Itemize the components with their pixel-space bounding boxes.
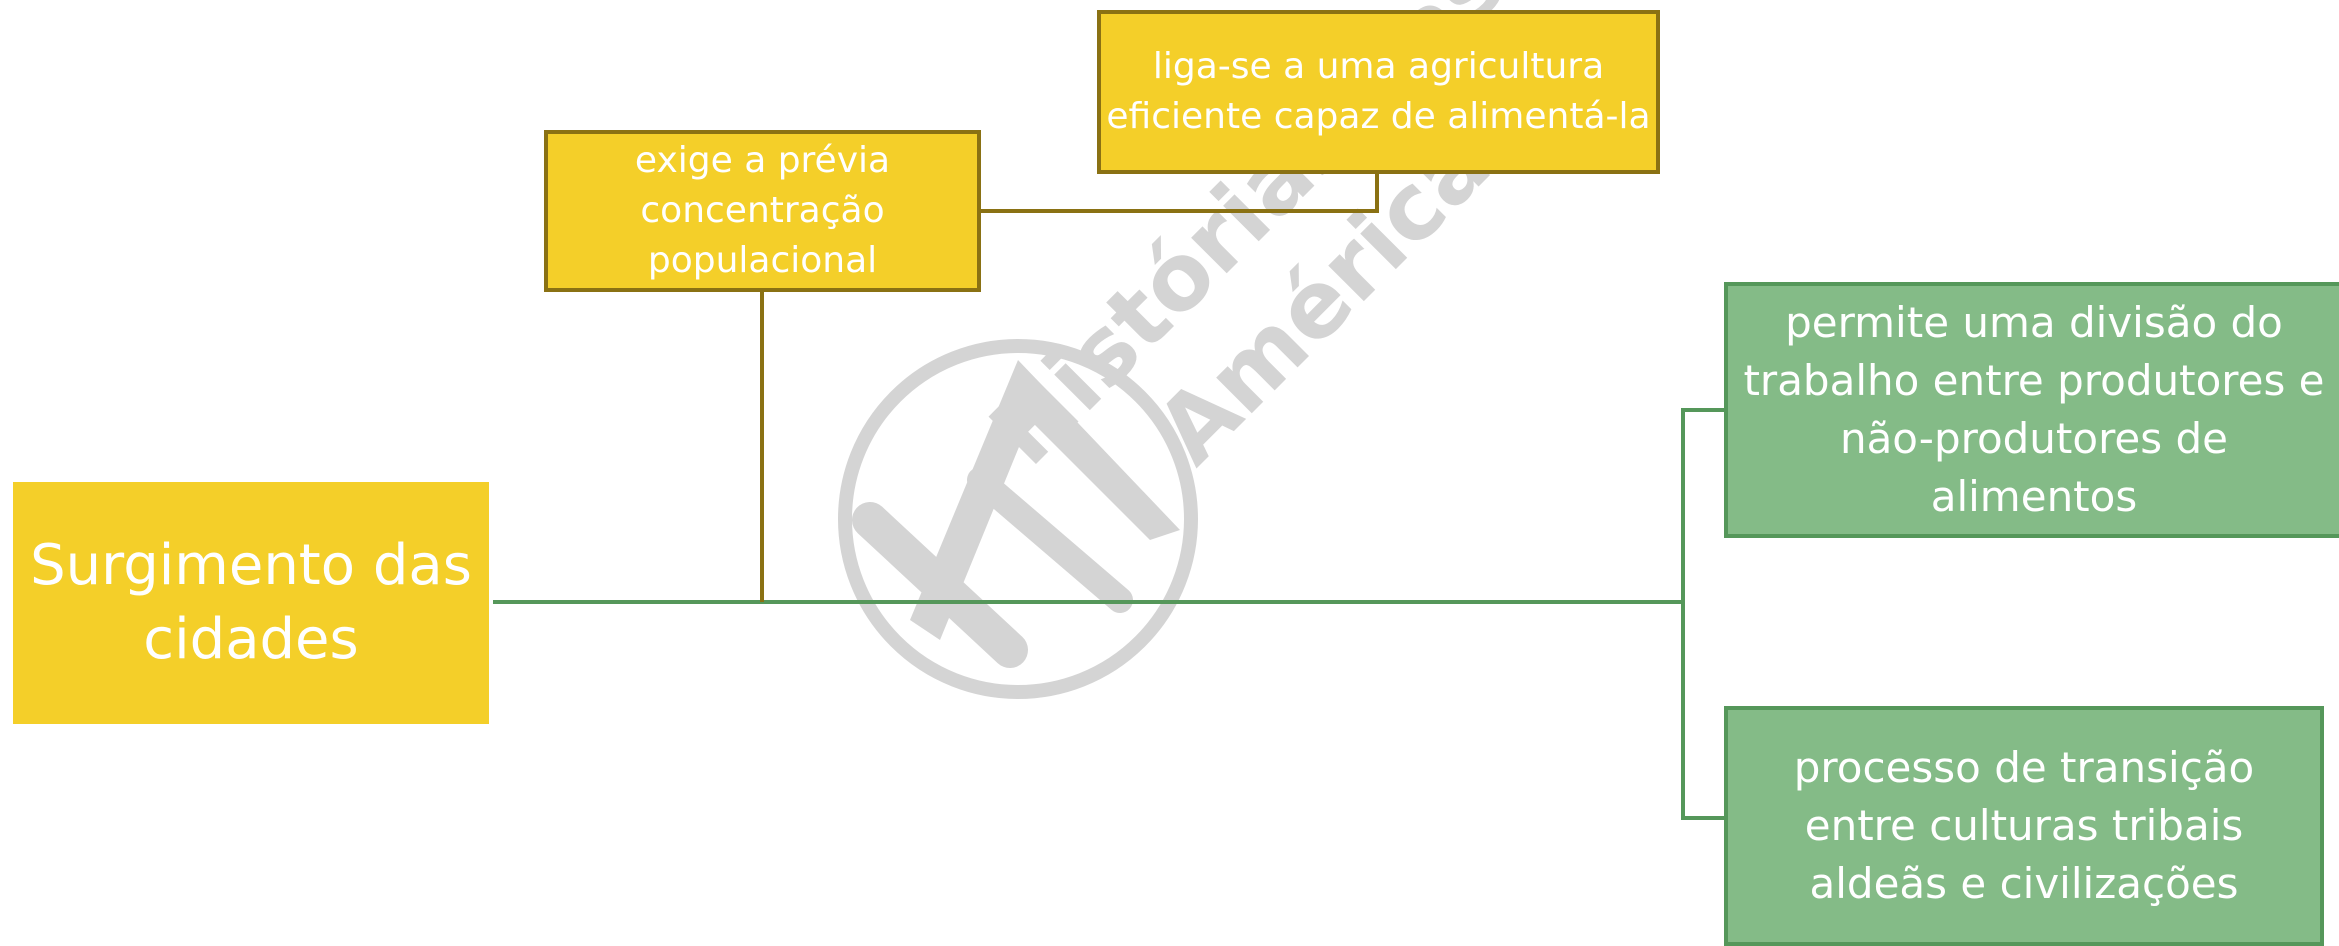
root-node: Surgimento das cidades <box>13 482 489 724</box>
node-processo: processo de transição entre culturas tri… <box>1724 706 2324 946</box>
node-exige: exige a prévia concentração populacional <box>544 130 981 292</box>
liga-connector <box>981 174 1379 213</box>
node-permite: permite uma divisão do trabalho entre pr… <box>1724 282 2339 538</box>
node-liga: liga-se a uma agricultura eficiente capa… <box>1097 10 1660 174</box>
node-processo-label: processo de transição entre culturas tri… <box>1793 743 2255 908</box>
node-exige-label: exige a prévia concentração populacional <box>634 140 891 281</box>
node-permite-label: permite uma divisão do trabalho entre pr… <box>1743 298 2325 521</box>
root-node-label: Surgimento das cidades <box>30 533 472 672</box>
node-liga-label: liga-se a uma agricultura eficiente capa… <box>1106 46 1651 137</box>
